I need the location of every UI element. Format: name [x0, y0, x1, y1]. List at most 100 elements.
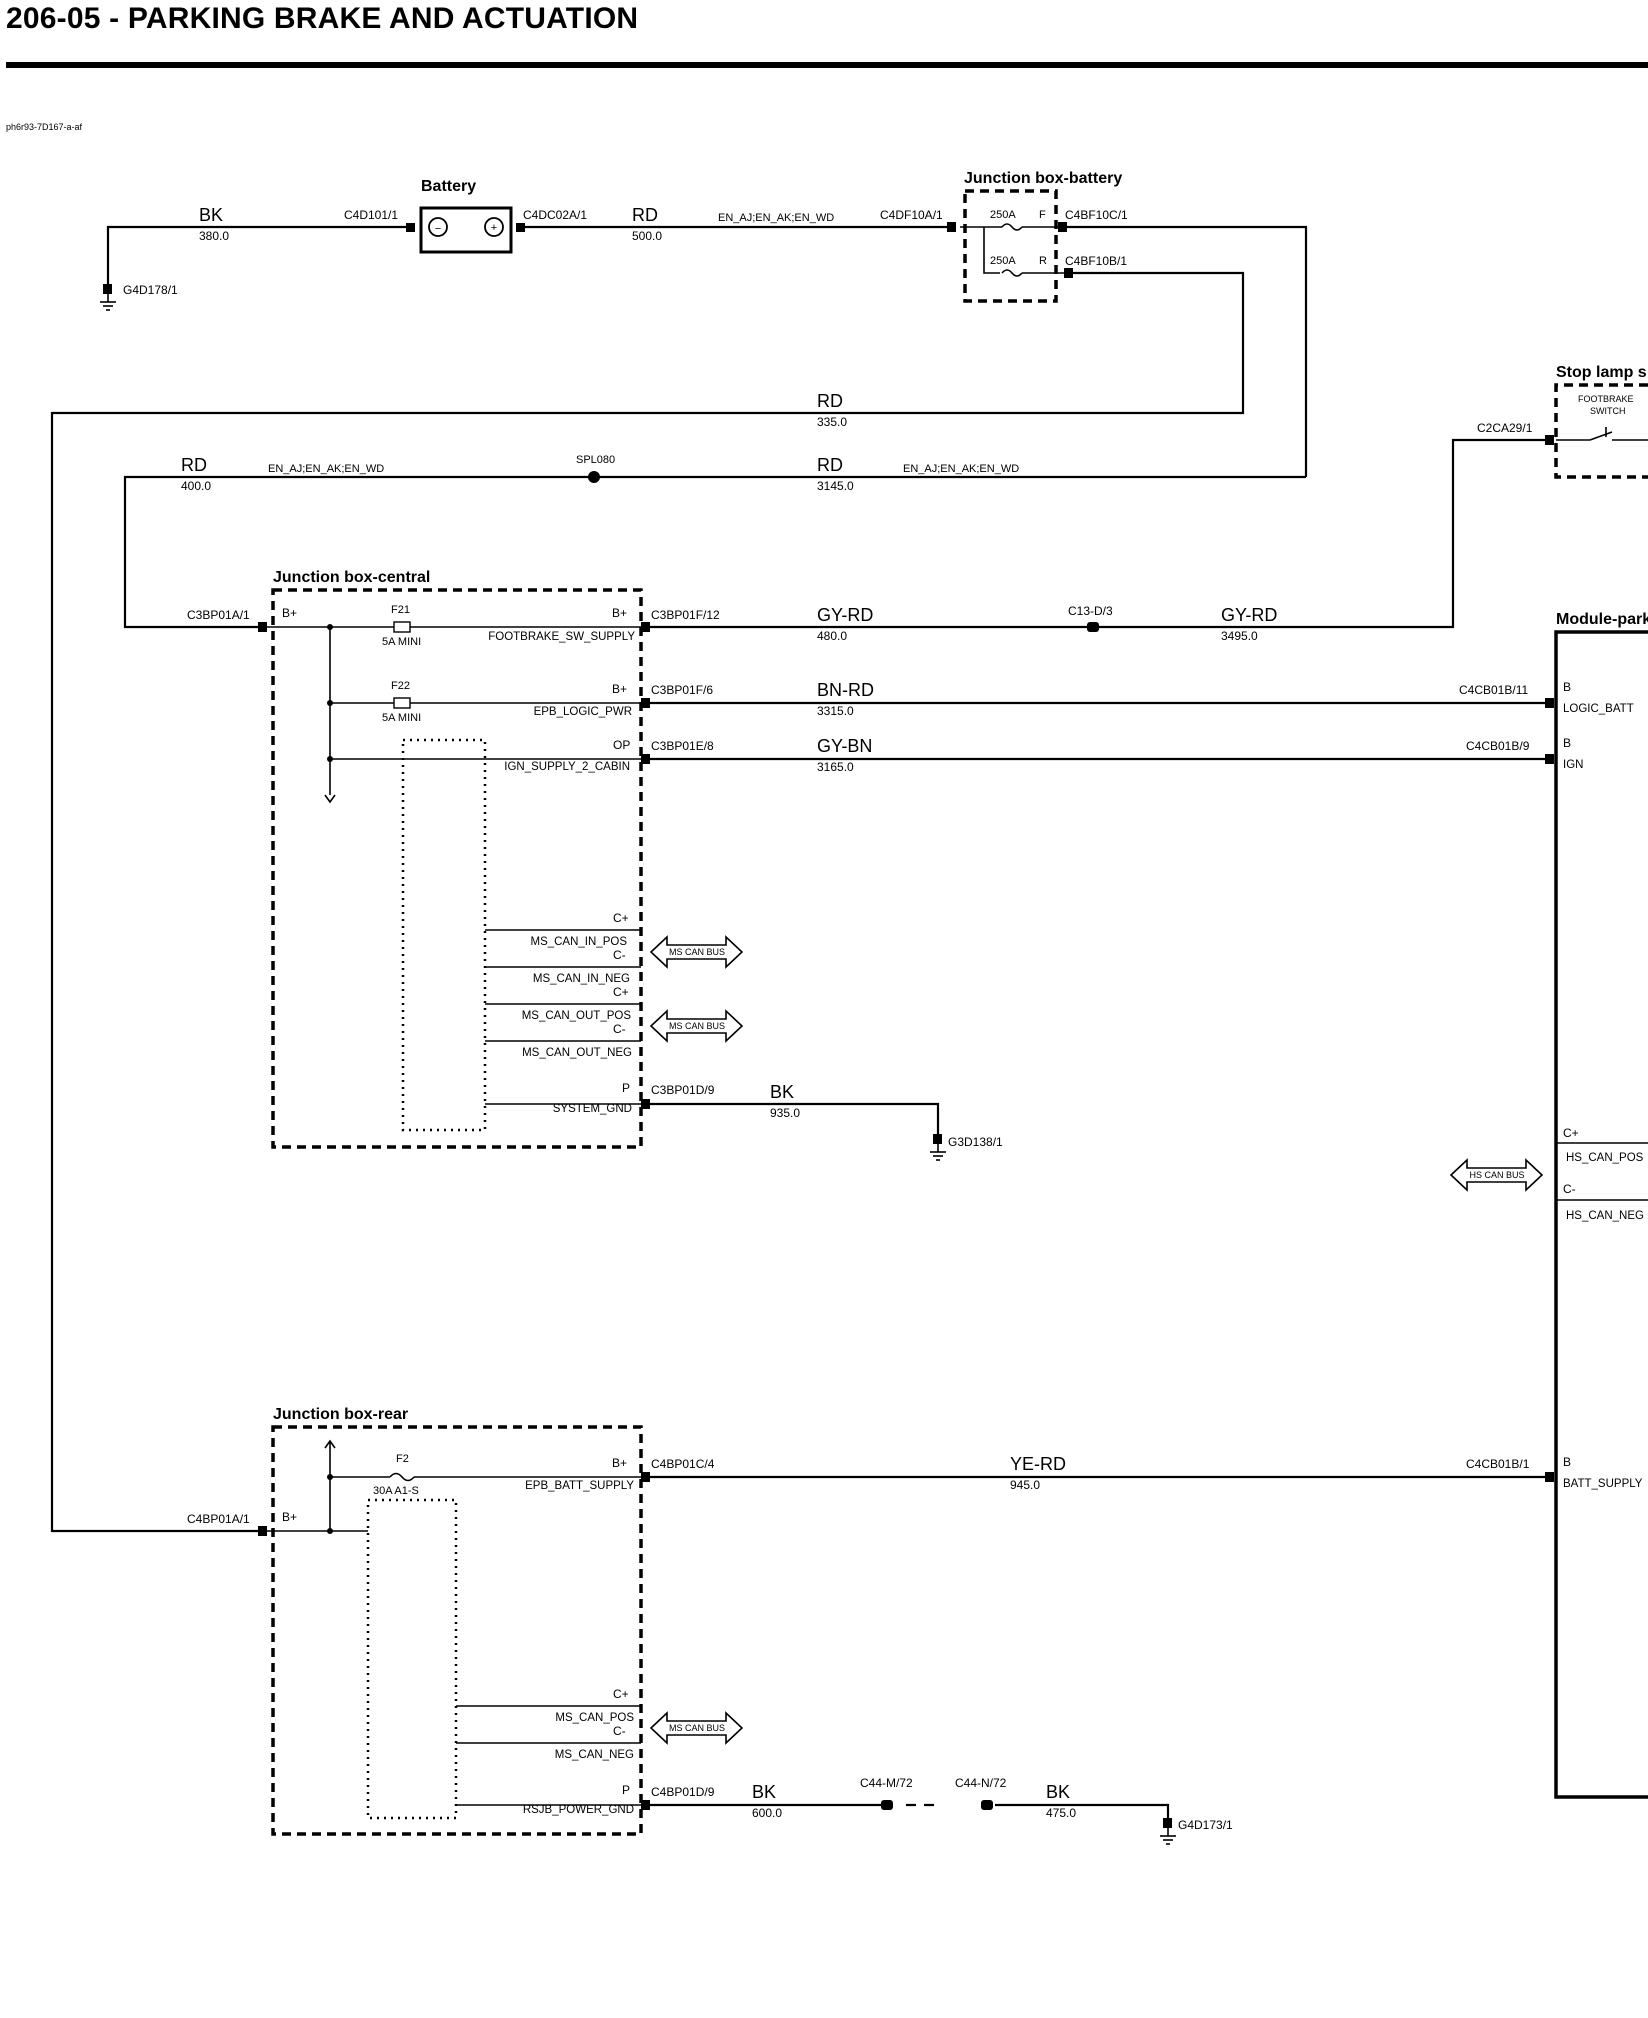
svg-text:FOOTBRAKE_SW_SUPPLY: FOOTBRAKE_SW_SUPPLY: [488, 631, 635, 643]
battery-positive-icon: +: [491, 222, 497, 234]
svg-text:MS CAN BUS: MS CAN BUS: [669, 1723, 725, 1733]
svg-text:SYSTEM_GND: SYSTEM_GND: [553, 1103, 632, 1115]
svg-text:B+: B+: [612, 682, 627, 696]
svg-text:LOGIC_BATT: LOGIC_BATT: [1563, 703, 1634, 715]
svg-text:945.0: 945.0: [1010, 1478, 1040, 1492]
svg-text:B+: B+: [282, 1510, 297, 1524]
svg-text:YE-RD: YE-RD: [1010, 1454, 1066, 1474]
svg-text:MS_CAN_NEG: MS_CAN_NEG: [555, 1749, 634, 1761]
svg-text:BN-RD: BN-RD: [817, 680, 874, 700]
svg-text:F22: F22: [391, 680, 410, 692]
svg-text:C4BP01C/4: C4BP01C/4: [651, 1457, 715, 1471]
svg-text:MS_CAN_POS: MS_CAN_POS: [555, 1712, 634, 1724]
svg-text:C-: C-: [1563, 1182, 1576, 1196]
ground-g4d173: G4D173/1: [1160, 1818, 1233, 1845]
ground-g3d138: G3D138/1: [930, 1134, 1003, 1161]
svg-text:C3BP01F/12: C3BP01F/12: [651, 608, 720, 622]
svg-text:MS CAN BUS: MS CAN BUS: [669, 947, 725, 957]
svg-text:Battery: Battery: [421, 178, 476, 195]
svg-text:5A MINI: 5A MINI: [382, 636, 421, 648]
svg-text:BK: BK: [199, 205, 223, 225]
svg-text:C4CB01B/11: C4CB01B/11: [1459, 683, 1528, 697]
svg-text:MS CAN BUS: MS CAN BUS: [669, 1021, 725, 1031]
ms-can-bus-arrow-1: MS CAN BUS: [649, 935, 744, 969]
svg-text:RD: RD: [817, 391, 843, 411]
svg-text:C4CB01B/1: C4CB01B/1: [1466, 1457, 1530, 1471]
ground-g4d178: G4D178/1: [100, 283, 178, 311]
svg-text:C3BP01E/8: C3BP01E/8: [651, 739, 714, 753]
svg-text:F2: F2: [396, 1453, 409, 1465]
connector-labels: C4D101/1 C4DC02A/1 C4DF10A/1 C4BF10C/1 C…: [187, 208, 1530, 1799]
svg-text:C4DC02A/1: C4DC02A/1: [523, 208, 587, 222]
svg-text:HS CAN BUS: HS CAN BUS: [1469, 1170, 1524, 1180]
svg-text:C+: C+: [613, 911, 629, 925]
svg-text:C4D101/1: C4D101/1: [344, 208, 398, 222]
svg-text:HS_CAN_POS: HS_CAN_POS: [1566, 1152, 1644, 1164]
svg-text:C4BP01D/9: C4BP01D/9: [651, 1785, 715, 1799]
svg-text:C13-D/3: C13-D/3: [1068, 604, 1113, 618]
svg-text:5A MINI: 5A MINI: [382, 712, 421, 724]
svg-text:C-: C-: [613, 948, 626, 962]
svg-text:C+: C+: [1563, 1126, 1579, 1140]
svg-text:C4BP01A/1: C4BP01A/1: [187, 1512, 250, 1526]
svg-text:B: B: [1563, 1455, 1571, 1469]
battery: Battery − +: [406, 178, 525, 254]
svg-text:C44-N/72: C44-N/72: [955, 1776, 1007, 1790]
svg-text:RSJB_POWER_GND: RSJB_POWER_GND: [523, 1804, 634, 1816]
svg-text:EN_AJ;EN_AK;EN_WD: EN_AJ;EN_AK;EN_WD: [268, 463, 384, 475]
svg-text:C3BP01F/6: C3BP01F/6: [651, 683, 713, 697]
battery-negative-icon: −: [435, 223, 441, 235]
svg-text:335.0: 335.0: [817, 415, 847, 429]
splice-spl080: SPL080: [576, 454, 615, 483]
harness-labels: EN_AJ;EN_AK;EN_WD EN_AJ;EN_AK;EN_WD EN_A…: [268, 212, 1019, 475]
svg-text:3145.0: 3145.0: [817, 479, 854, 493]
title-rule: [6, 62, 1648, 68]
svg-text:C44-M/72: C44-M/72: [860, 1776, 913, 1790]
svg-text:C3BP01A/1: C3BP01A/1: [187, 608, 250, 622]
svg-text:MS_CAN_OUT_POS: MS_CAN_OUT_POS: [522, 1010, 632, 1022]
svg-text:RD: RD: [632, 205, 658, 225]
svg-text:C4BF10C/1: C4BF10C/1: [1065, 208, 1128, 222]
junction-box-rear: Junction box-rear F2 30A A1-S B+ B+ C+ C…: [258, 1406, 650, 1836]
svg-text:935.0: 935.0: [770, 1106, 800, 1120]
inline-connector-c44n: C44-N/72: [955, 1776, 1007, 1810]
svg-text:IGN: IGN: [1563, 759, 1583, 771]
svg-text:EPB_BATT_SUPPLY: EPB_BATT_SUPPLY: [525, 1480, 634, 1492]
svg-text:500.0: 500.0: [632, 229, 662, 243]
svg-text:C+: C+: [613, 1687, 629, 1701]
wire-rd-f-output: [1060, 225, 1308, 477]
junction-box-central: Junction box-central F21 5A MINI F22 5A …: [258, 569, 650, 1149]
svg-text:GY-BN: GY-BN: [817, 736, 872, 756]
svg-text:FOOTBRAKE: FOOTBRAKE: [1578, 394, 1634, 404]
wire-rd-r-output: [50, 271, 1245, 1533]
svg-text:600.0: 600.0: [752, 1806, 782, 1820]
page-title: 206-05 - PARKING BRAKE AND ACTUATION: [6, 2, 639, 35]
svg-text:475.0: 475.0: [1046, 1806, 1076, 1820]
svg-text:RD: RD: [181, 455, 207, 475]
svg-text:250A: 250A: [990, 209, 1016, 221]
svg-text:BK: BK: [1046, 1782, 1070, 1802]
wire-gy-rd: [646, 438, 1545, 629]
svg-text:F21: F21: [391, 604, 410, 616]
svg-text:B: B: [1563, 680, 1571, 694]
svg-text:400.0: 400.0: [181, 479, 211, 493]
svg-text:Stop lamp s: Stop lamp s: [1556, 364, 1647, 381]
svg-text:Module-park: Module-park: [1556, 611, 1648, 628]
svg-text:IGN_SUPPLY_2_CABIN: IGN_SUPPLY_2_CABIN: [504, 761, 630, 773]
svg-text:F: F: [1039, 209, 1046, 221]
svg-text:3165.0: 3165.0: [817, 760, 854, 774]
svg-text:C-: C-: [613, 1022, 626, 1036]
ms-can-bus-arrow-3: MS CAN BUS: [649, 1711, 744, 1745]
svg-text:SPL080: SPL080: [576, 454, 615, 466]
svg-text:C4BF10B/1: C4BF10B/1: [1065, 254, 1127, 268]
svg-text:MS_CAN_IN_POS: MS_CAN_IN_POS: [530, 936, 627, 948]
wire-bk-system-gnd: [646, 1102, 940, 1136]
svg-text:B: B: [1563, 736, 1571, 750]
svg-text:GY-RD: GY-RD: [1221, 605, 1277, 625]
svg-text:HS_CAN_NEG: HS_CAN_NEG: [1566, 1210, 1644, 1222]
svg-text:OP: OP: [613, 738, 630, 752]
svg-text:EN_AJ;EN_AK;EN_WD: EN_AJ;EN_AK;EN_WD: [718, 212, 834, 224]
svg-text:Junction box-rear: Junction box-rear: [273, 1406, 408, 1423]
svg-text:3315.0: 3315.0: [817, 704, 854, 718]
